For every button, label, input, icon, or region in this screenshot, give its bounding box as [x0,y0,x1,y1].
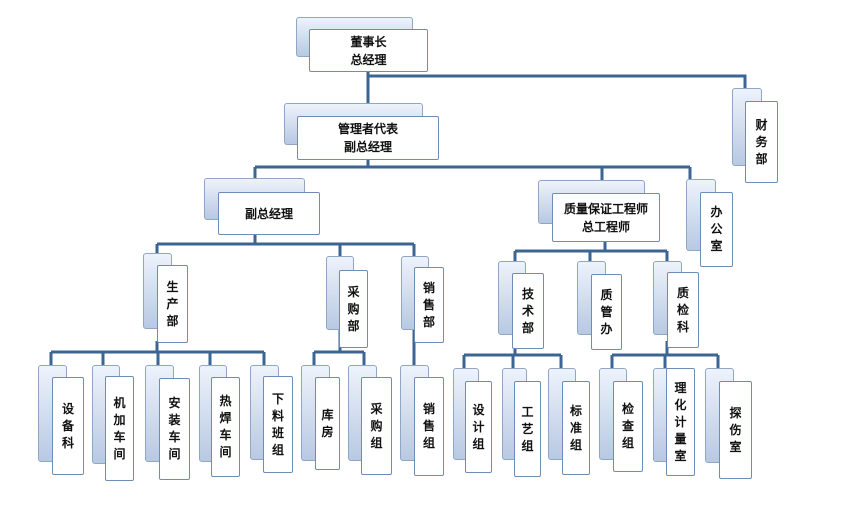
warehouse-box: 库 房 [315,377,340,470]
ndt-room-box: 探 伤 室 [719,381,752,479]
quality-inspection-label: 质 检 科 [676,285,689,334]
inspection-group-label: 检 查 组 [621,402,634,450]
standards-group-label: 标 准 组 [569,403,582,452]
cutting-box: 下 料 班 组 [263,376,293,473]
mgmt-rep-box: 管理者代表 副总经理 [297,116,439,160]
qa-engineer-label: 质量保证工程师 总工程师 [563,201,648,234]
chairman-box: 董事长 总经理 [309,29,428,72]
lab-label: 理 化 计 量 室 [674,380,687,463]
connector-lines [49,70,747,368]
mgmt-rep-label: 管理者代表 副总经理 [337,122,398,154]
office-box: 办 公 室 [700,192,733,267]
process-group-box: 工 艺 组 [514,381,541,477]
cutting-label: 下 料 班 组 [271,391,284,457]
machining-box: 机 加 车 间 [105,376,134,481]
lab-box: 理 化 计 量 室 [666,368,695,476]
deputy-gm-label: 副总经理 [244,206,293,221]
finance-box: 财 务 部 [745,101,778,183]
equipment-label: 设 备 科 [61,401,74,450]
design-group-box: 设 计 组 [465,381,492,473]
sales-group-box: 销 售 组 [414,377,444,476]
purchasing-group-box: 采 购 组 [361,377,392,475]
machining-label: 机 加 车 间 [113,395,126,461]
sales-group-label: 销 售 组 [422,402,435,450]
ndt-room-label: 探 伤 室 [729,405,742,454]
process-group-label: 工 艺 组 [521,404,534,453]
quality-mgmt-label: 质 管 办 [600,287,613,336]
chairman-label: 董事长 总经理 [350,34,387,67]
warehouse-label: 库 房 [321,407,334,439]
sales-box: 销 售 部 [414,267,444,343]
technology-box: 技 术 部 [512,273,544,349]
welding-box: 热 焊 车 间 [211,377,240,477]
connector [366,70,747,101]
standards-group-box: 标 准 组 [562,381,590,475]
equipment-box: 设 备 科 [52,377,84,475]
assembly-box: 安 装 车 间 [159,378,190,480]
assembly-label: 安 装 车 间 [168,396,181,461]
inspection-group-box: 检 查 组 [613,381,643,472]
welding-label: 热 焊 车 间 [219,394,232,459]
quality-inspection-box: 质 检 科 [667,272,699,348]
purchasing-label: 采 购 部 [347,284,360,333]
sales-label: 销 售 部 [422,280,435,329]
qa-engineer-box: 质量保证工程师 总工程师 [552,193,660,242]
purchasing-box: 采 购 部 [339,270,368,348]
technology-label: 技 术 部 [521,286,534,335]
production-label: 生 产 部 [166,279,179,328]
quality-mgmt-box: 质 管 办 [591,274,622,350]
finance-label: 财 务 部 [755,117,768,166]
design-group-label: 设 计 组 [472,402,485,451]
production-box: 生 产 部 [157,265,188,343]
deputy-gm-box: 副总经理 [218,192,320,235]
office-label: 办 公 室 [710,205,723,253]
purchasing-group-label: 采 购 组 [370,401,383,450]
